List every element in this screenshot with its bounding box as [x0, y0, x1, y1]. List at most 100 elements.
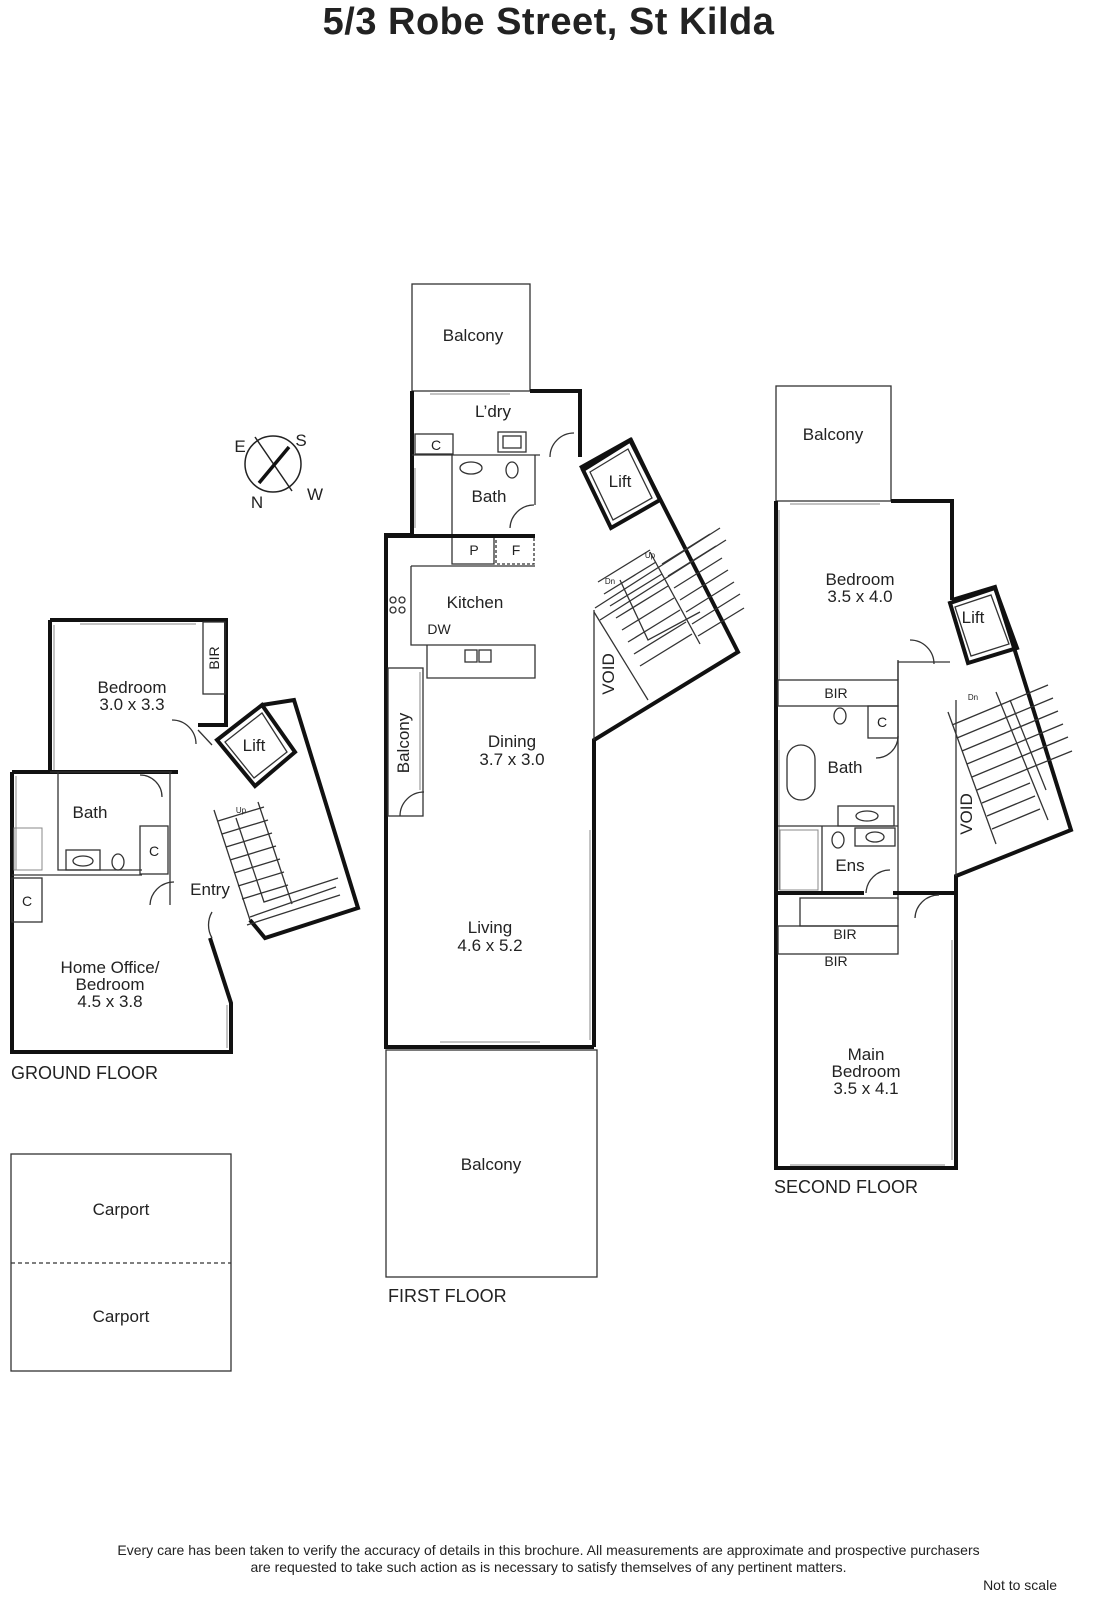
sink: [464, 649, 478, 663]
room-balcony-side: Balcony: [394, 712, 413, 773]
room-office-size: 4.5 x 3.8: [77, 992, 142, 1011]
balcony: [775, 385, 892, 502]
room-main-name: Main: [848, 1045, 885, 1064]
basin: [72, 855, 94, 867]
compass: E S N W: [234, 431, 323, 512]
room-bedroom-size: 3.5 x 4.0: [827, 587, 892, 606]
door-swing: [914, 894, 940, 919]
compass-w: W: [307, 485, 323, 504]
room-main-size: 3.5 x 4.1: [833, 1079, 898, 1098]
disclaimer-line-1: Every care has been taken to verify the …: [117, 1542, 980, 1558]
lift-car: [954, 594, 1010, 657]
lift-car: [589, 448, 653, 521]
bathtub: [786, 744, 816, 801]
lift-shaft: [214, 702, 298, 789]
door-swing: [549, 432, 575, 458]
stair-up: Up: [236, 806, 247, 815]
room-balcony-top: Balcony: [443, 326, 504, 345]
room-office-name-2: Bedroom: [76, 975, 145, 994]
first-stairs: [593, 527, 745, 701]
sink: [478, 649, 492, 663]
room-cupboard: C: [22, 893, 32, 909]
floor-label-second: SECOND FLOOR: [774, 1177, 918, 1197]
vanity: [65, 849, 101, 871]
room-bath: Bath: [73, 803, 108, 822]
second-floor-plan: Balcony Bedroom 3.5 x 4.0 Lift BIR C Bat…: [774, 385, 1074, 1197]
balcony-bottom: [385, 1049, 598, 1278]
room-laundry: L’dry: [475, 402, 511, 421]
room-lift: Lift: [609, 472, 632, 491]
stair-down: Dn: [605, 577, 615, 586]
room-entry: Entry: [190, 880, 230, 899]
door-swing: [171, 719, 197, 745]
bir-closet: [777, 925, 899, 955]
balcony-side: [387, 667, 424, 817]
room-main-name-2: Bedroom: [832, 1062, 901, 1081]
carport-bottom: Carport: [93, 1307, 150, 1326]
not-to-scale: Not to scale: [983, 1577, 1057, 1593]
carports: Carport Carport: [10, 1153, 232, 1372]
room-office-name: Home Office/: [61, 958, 160, 977]
page-title: 5/3 Robe Street, St Kilda: [322, 1, 775, 43]
bir-closet: [202, 621, 226, 695]
bir-closet: [799, 897, 899, 927]
toilet: [111, 853, 125, 871]
ground-stairs: [213, 801, 341, 926]
room-bir: BIR: [824, 685, 847, 701]
hall-wall: [197, 729, 213, 746]
compass-e: E: [234, 437, 245, 456]
vanity: [854, 827, 896, 847]
room-kitchen: Kitchen: [447, 593, 504, 612]
compass-n: N: [251, 493, 263, 512]
room-ens: Ens: [835, 856, 864, 875]
room-bedroom-name: Bedroom: [826, 570, 895, 589]
room-lift: Lift: [243, 736, 266, 755]
bath-wall: [57, 772, 142, 871]
stair-down: Dn: [968, 693, 978, 702]
bir-closet: [777, 679, 899, 707]
basin: [459, 461, 483, 475]
shower: [779, 829, 819, 891]
room-bir: BIR: [206, 646, 222, 669]
room-dining-name: Dining: [488, 732, 536, 751]
stair-wall: [248, 697, 361, 941]
hall-wall: [897, 661, 950, 680]
room-bir: BIR: [824, 953, 847, 969]
basin: [855, 810, 879, 822]
door-swing: [509, 504, 535, 529]
laundry-tub-inner: [502, 435, 522, 449]
room-living-name: Living: [468, 918, 512, 937]
room-fridge: F: [512, 542, 521, 558]
room-cupboard: C: [431, 437, 441, 453]
room-bedroom-size: 3.0 x 3.3: [99, 695, 164, 714]
carport-top: Carport: [93, 1200, 150, 1219]
door-swing: [139, 774, 163, 798]
room-void: VOID: [599, 653, 618, 695]
first-floor-plan: Balcony L’dry C Bath Lift P F Kitchen DW…: [384, 283, 745, 1306]
room-dishwasher: DW: [427, 621, 451, 637]
toilet: [505, 461, 519, 479]
door-swing: [875, 735, 899, 759]
laundry-cupboard: [414, 433, 454, 455]
room-bath: Bath: [472, 487, 507, 506]
room-bedroom-name: Bedroom: [98, 678, 167, 697]
ground-wall: [10, 772, 233, 1054]
second-wall: [891, 499, 954, 600]
fridge: [495, 535, 535, 565]
toilet: [831, 831, 845, 849]
lift-car: [224, 712, 288, 779]
room-bir: BIR: [833, 926, 856, 942]
door-swing: [865, 869, 891, 894]
cooktop: [389, 596, 406, 614]
floor-label-ground: GROUND FLOOR: [11, 1063, 158, 1083]
ground-floor-plan: Bedroom 3.0 x 3.3 BIR Lift Bath C C Entr…: [10, 618, 361, 1083]
balcony-top: [411, 283, 531, 392]
kitchen-bench: [410, 566, 536, 679]
room-pantry: P: [469, 542, 478, 558]
basin: [865, 831, 885, 843]
door-swing: [399, 791, 425, 817]
carport-outline: [10, 1153, 232, 1372]
door-swing: [149, 881, 175, 906]
floor-label-first: FIRST FLOOR: [388, 1286, 507, 1306]
